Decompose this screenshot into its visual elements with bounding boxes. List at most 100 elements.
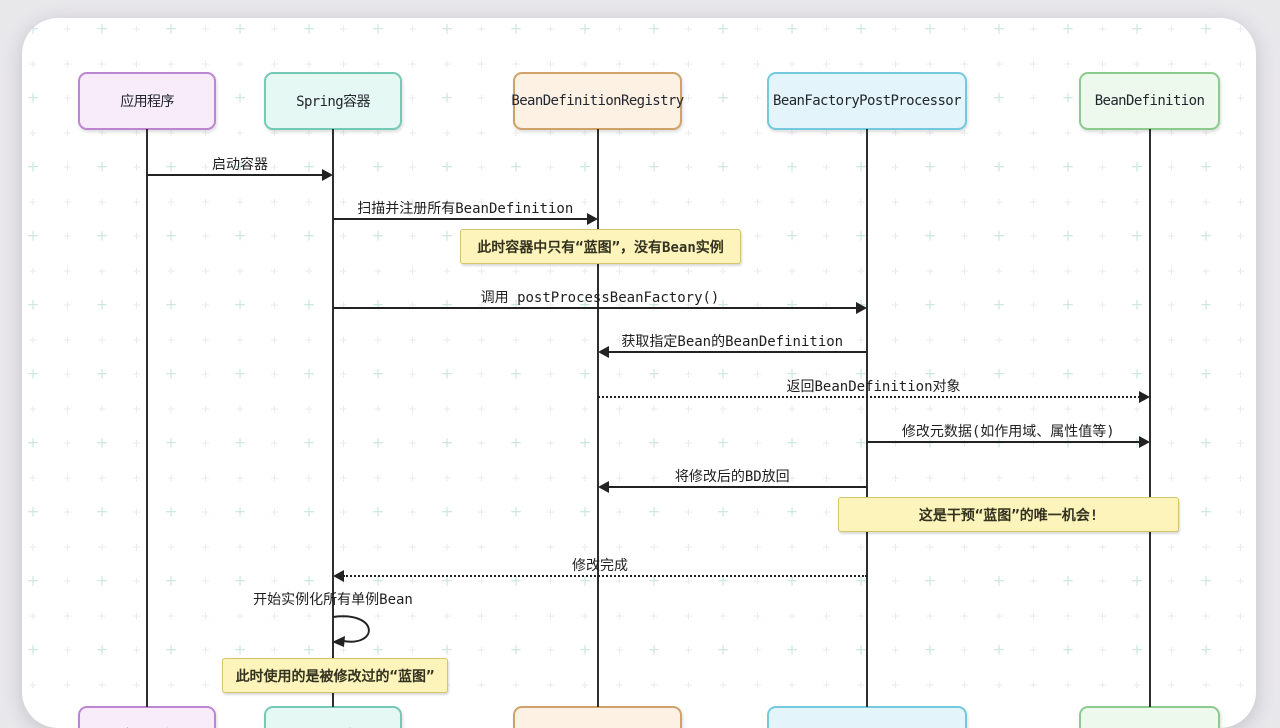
plus-mark: + — [925, 678, 935, 691]
plus-mark: + — [649, 126, 659, 139]
plus-mark: + — [890, 229, 901, 243]
plus-mark: + — [647, 433, 661, 452]
plus-mark: + — [1201, 195, 1211, 208]
plus-mark: + — [787, 57, 797, 70]
plus-mark: + — [925, 471, 935, 484]
plus-mark: + — [854, 433, 868, 452]
plus-mark: + — [856, 264, 866, 277]
message-label-6: 将修改后的BD放回 — [674, 469, 790, 485]
plus-mark: + — [97, 126, 107, 139]
plus-mark: + — [752, 574, 763, 588]
plus-mark: + — [1199, 157, 1213, 176]
plus-mark: + — [1235, 126, 1246, 139]
plus-mark: + — [994, 402, 1004, 415]
plus-mark: + — [787, 609, 797, 622]
actor-box-beandef: BeanDefinition — [1079, 72, 1220, 130]
plus-mark: + — [959, 57, 970, 70]
lifeline-app — [146, 129, 148, 707]
plus-mark: + — [752, 22, 763, 36]
plus-mark: + — [1166, 643, 1177, 657]
plus-mark: + — [373, 609, 383, 622]
plus-mark: + — [200, 160, 211, 174]
plus-mark: + — [302, 364, 316, 383]
plus-mark: + — [131, 333, 142, 346]
plus-mark: + — [407, 609, 418, 622]
plus-mark: + — [545, 505, 556, 519]
plus-mark: + — [200, 367, 211, 381]
plus-mark: + — [407, 195, 418, 208]
plus-mark: + — [338, 367, 349, 381]
plus-mark: + — [131, 22, 142, 36]
plus-mark: + — [97, 471, 107, 484]
plus-mark: + — [1166, 195, 1177, 208]
plus-mark: + — [26, 502, 40, 521]
plus-mark: + — [856, 471, 866, 484]
plus-mark: + — [373, 402, 383, 415]
plus-mark: + — [1235, 367, 1246, 381]
plus-mark: + — [1028, 195, 1039, 208]
plus-mark: + — [545, 402, 556, 415]
plus-mark: + — [200, 402, 211, 415]
plus-mark: + — [614, 471, 625, 484]
plus-mark: + — [1235, 471, 1246, 484]
plus-mark: + — [994, 609, 1004, 622]
plus-mark: + — [959, 160, 970, 174]
message-line-6 — [607, 486, 867, 488]
plus-mark: + — [925, 57, 935, 70]
plus-mark: + — [338, 505, 349, 519]
plus-mark: + — [614, 195, 625, 208]
plus-mark: + — [1235, 333, 1246, 346]
plus-mark: + — [1132, 609, 1142, 622]
plus-mark: + — [200, 540, 211, 553]
plus-mark: + — [1235, 574, 1246, 588]
plus-mark: + — [580, 264, 590, 277]
actor-box-spring-bottom: Spring容器 — [264, 706, 402, 728]
plus-mark: + — [235, 333, 245, 346]
plus-mark: + — [614, 609, 625, 622]
plus-mark: + — [269, 298, 280, 312]
note-1: 这是干预“蓝图”的唯一机会! — [838, 497, 1179, 532]
plus-mark: + — [683, 574, 694, 588]
plus-mark: + — [62, 160, 73, 174]
plus-mark: + — [1097, 678, 1108, 691]
actor-box-bfpp: BeanFactoryPostProcessor — [767, 72, 967, 130]
plus-mark: + — [925, 195, 935, 208]
plus-mark: + — [28, 57, 38, 70]
plus-mark: + — [890, 643, 901, 657]
plus-mark: + — [580, 471, 590, 484]
plus-mark: + — [683, 126, 694, 139]
plus-mark: + — [545, 264, 556, 277]
plus-mark: + — [269, 160, 280, 174]
plus-mark: + — [269, 609, 280, 622]
plus-mark: + — [95, 226, 109, 245]
plus-mark: + — [1130, 157, 1144, 176]
plus-mark: + — [97, 57, 107, 70]
plus-mark: + — [131, 195, 142, 208]
plus-mark: + — [923, 295, 937, 314]
message-label-2: 调用 postProcessBeanFactory() — [480, 290, 720, 306]
plus-mark: + — [1097, 229, 1108, 243]
plus-mark: + — [545, 57, 556, 70]
plus-mark: + — [164, 502, 178, 521]
plus-mark: + — [1028, 160, 1039, 174]
plus-mark: + — [511, 540, 521, 553]
plus-mark: + — [649, 402, 659, 415]
plus-mark: + — [718, 264, 728, 277]
plus-mark: + — [752, 229, 763, 243]
plus-mark: + — [1132, 126, 1142, 139]
plus-mark: + — [959, 540, 970, 553]
plus-mark: + — [649, 57, 659, 70]
plus-mark: + — [440, 88, 454, 107]
plus-mark: + — [1132, 57, 1142, 70]
plus-mark: + — [1132, 333, 1142, 346]
plus-mark: + — [683, 609, 694, 622]
plus-mark: + — [683, 333, 694, 346]
plus-mark: + — [373, 333, 383, 346]
plus-mark: + — [407, 471, 418, 484]
plus-mark: + — [923, 19, 937, 38]
plus-mark: + — [371, 502, 385, 521]
plus-mark: + — [647, 502, 661, 521]
plus-mark: + — [338, 229, 349, 243]
plus-mark: + — [1063, 195, 1073, 208]
plus-mark: + — [716, 640, 730, 659]
